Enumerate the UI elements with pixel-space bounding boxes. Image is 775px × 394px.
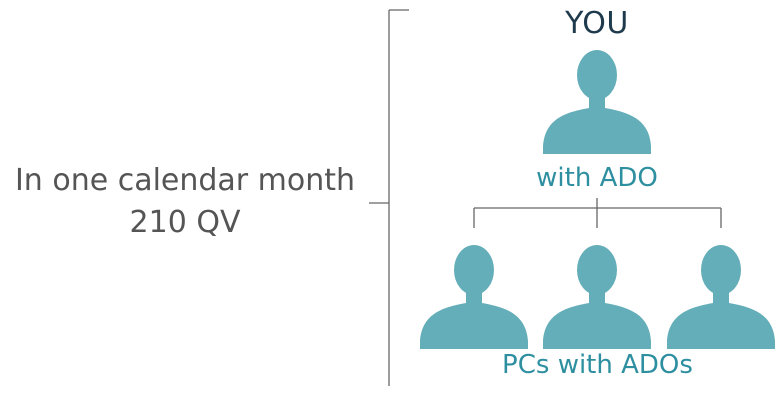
period-line-1: In one calendar month bbox=[14, 163, 356, 198]
person-icon-pc-1 bbox=[420, 245, 528, 349]
person-icon-pc-2 bbox=[543, 245, 651, 349]
with-ado-label: with ADO bbox=[536, 163, 658, 193]
you-label: YOU bbox=[565, 6, 629, 41]
period-description: In one calendar month 210 QV bbox=[0, 160, 370, 244]
pcs-with-ados-label: PCs with ADOs bbox=[502, 350, 693, 380]
period-line-2: 210 QV bbox=[129, 205, 241, 240]
person-icon-you bbox=[543, 50, 651, 154]
person-icon-pc-3 bbox=[667, 245, 775, 349]
